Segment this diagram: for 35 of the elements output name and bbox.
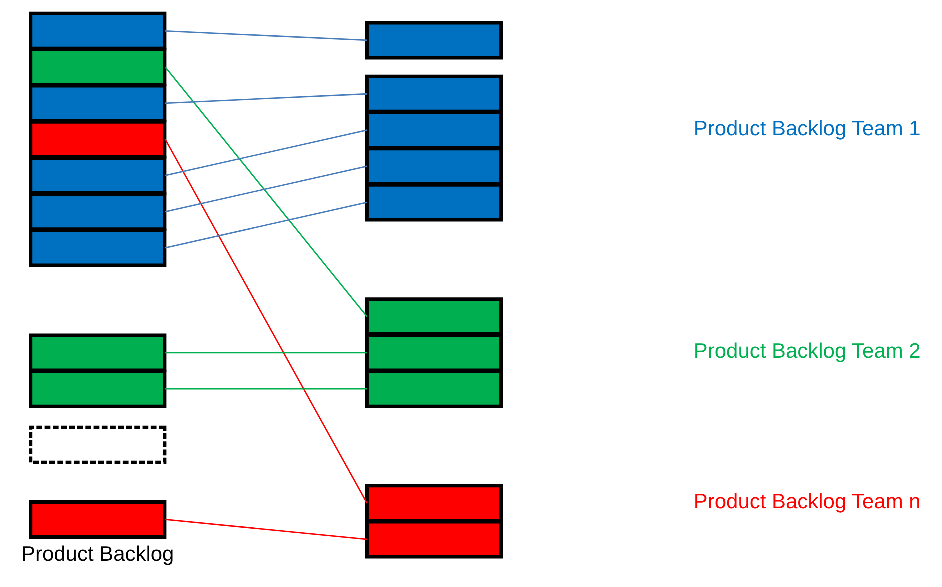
node-box	[29, 84, 167, 123]
node-box	[29, 228, 167, 268]
node-box	[29, 12, 167, 50]
node-box	[365, 111, 504, 150]
connector	[165, 202, 368, 249]
node-box	[365, 520, 504, 559]
label: Product Backlog	[22, 542, 174, 566]
node-box	[29, 426, 167, 464]
node-box	[365, 484, 504, 523]
node-box	[29, 370, 167, 408]
label: Product Backlog Team n	[694, 490, 921, 514]
node-box	[29, 120, 167, 159]
node-box	[365, 147, 504, 186]
label: Product Backlog Team 2	[694, 340, 921, 364]
node-box	[365, 334, 504, 372]
connector	[165, 30, 368, 42]
node-box	[29, 500, 167, 539]
connector	[165, 519, 368, 540]
node-box	[365, 370, 504, 408]
connector	[164, 66, 368, 318]
connector	[165, 130, 368, 176]
node-box	[29, 192, 167, 232]
connector	[166, 388, 368, 390]
node-box	[365, 74, 504, 114]
node-box	[365, 298, 504, 336]
node-box	[365, 21, 504, 60]
label: Product Backlog Team 1	[694, 117, 921, 140]
connector	[164, 139, 368, 504]
node-box	[365, 183, 504, 222]
node-box	[29, 48, 167, 87]
node-box	[29, 156, 167, 195]
connector	[166, 352, 368, 354]
node-box	[29, 334, 167, 372]
connector	[165, 93, 368, 104]
connector	[165, 166, 368, 213]
